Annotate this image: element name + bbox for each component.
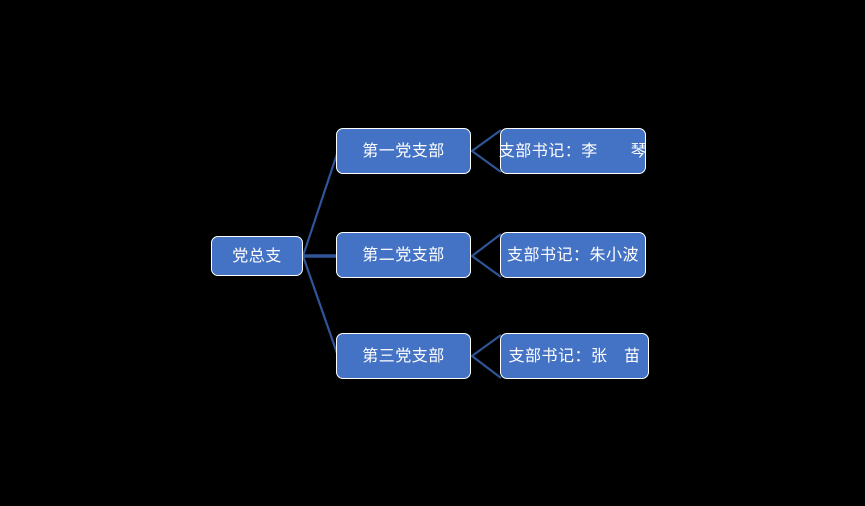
connector-branch-3-to-leaf-3 [470,334,502,379]
node-leaf-3-label: 支部书记：张 苗 [508,346,641,366]
node-root-label: 党总支 [232,246,282,266]
connector-root-to-branch-3 [301,255,340,357]
connector-branch-1-to-leaf-1 [470,129,502,173]
node-branch-2-label: 第二党支部 [362,245,445,265]
connector-root-to-branch-1 [301,150,340,257]
node-branch-3-label: 第三党支部 [362,346,445,366]
node-leaf-1-label: 支部书记：李 琴 [498,141,648,161]
connector-branch-2-to-leaf-2 [470,233,502,278]
node-branch-1[interactable]: 第一党支部 [336,128,471,174]
node-leaf-3[interactable]: 支部书记：张 苗 [500,333,649,379]
node-branch-2[interactable]: 第二党支部 [336,232,471,278]
node-branch-1-label: 第一党支部 [362,141,445,161]
node-leaf-2-label: 支部书记：朱小波 [506,245,639,265]
node-leaf-2[interactable]: 支部书记：朱小波 [500,232,646,278]
node-root[interactable]: 党总支 [211,236,303,276]
node-branch-3[interactable]: 第三党支部 [336,333,471,379]
node-leaf-1[interactable]: 支部书记：李 琴 [498,128,648,174]
